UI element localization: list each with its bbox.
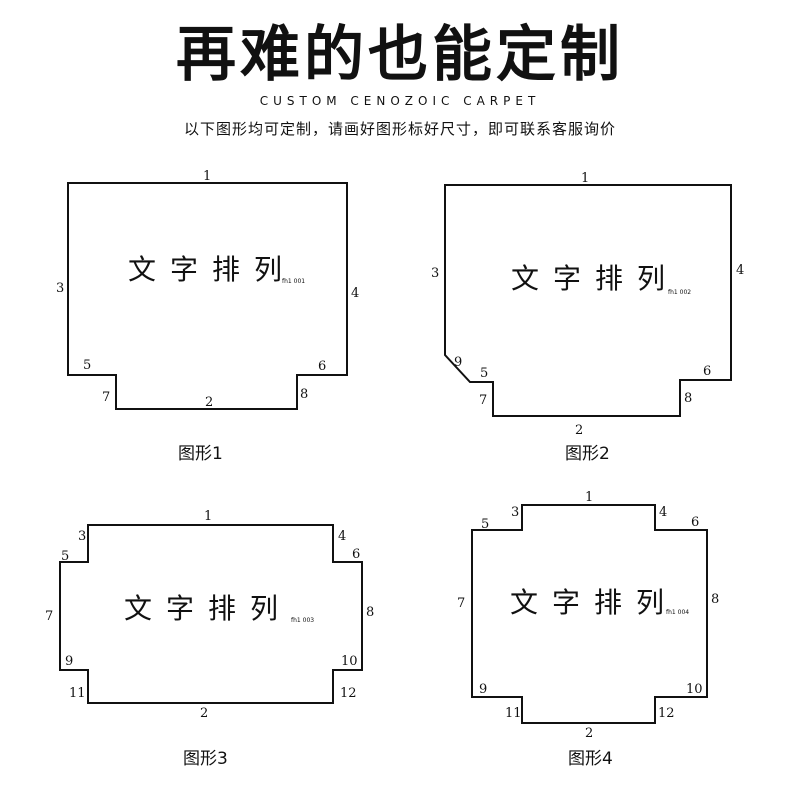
shape-2-edge-label: 9 <box>454 355 462 370</box>
shape-4-title: 图形4 <box>568 749 613 769</box>
shape-1-text: 文字排列 <box>128 253 296 286</box>
shape-3-edge-label: 4 <box>338 529 346 544</box>
shape-3-edge-label: 2 <box>200 706 208 721</box>
shape-1-edge-label: 3 <box>56 281 64 296</box>
page-subtitle: CUSTOM CENOZOIC CARPET <box>259 94 541 108</box>
shape-2-title: 图形2 <box>565 444 610 464</box>
shape-4-edge-label: 1 <box>585 490 593 505</box>
shape-2-text: 文字排列 <box>511 262 679 295</box>
shape-1-title: 图形1 <box>178 444 223 464</box>
shape-4-outline <box>471 504 708 724</box>
shape-3-edge-label: 12 <box>340 686 357 701</box>
shape-3-edge-label: 10 <box>341 654 358 669</box>
shape-4-edge-label: 11 <box>505 706 522 721</box>
shape-2-edge-label: 3 <box>431 266 439 281</box>
shape-3-edge-labels: 1 2 3 4 5 6 7 8 9 10 11 12 文字排列 fh1 003 <box>45 509 374 721</box>
shape-2-edge-label: 2 <box>575 423 583 438</box>
shape-2-edge-label: 4 <box>736 263 744 278</box>
shape-1-edge-label: 7 <box>102 390 110 405</box>
shape-4-edge-label: 7 <box>457 596 465 611</box>
shape-3-edge-label: 5 <box>61 549 69 564</box>
shape-2-edge-label: 8 <box>684 391 692 406</box>
shape-4-edge-label: 3 <box>511 505 519 520</box>
shape-3-edge-label: 7 <box>45 609 53 624</box>
shape-4-edge-label: 4 <box>659 505 667 520</box>
shape-3-edge-label: 8 <box>366 605 374 620</box>
shape-4-code: fh1 004 <box>666 609 689 616</box>
shape-1-outline <box>67 182 348 410</box>
shape-3-edge-label: 3 <box>78 529 86 544</box>
shape-2-edge-label: 7 <box>479 393 487 408</box>
shape-2-edge-labels: 1 2 3 4 5 6 7 8 9 文字排列 fh1 002 <box>431 171 744 438</box>
shape-3-edge-label: 11 <box>69 686 86 701</box>
shape-2-edge-label: 6 <box>703 364 711 379</box>
page-description: 以下图形均可定制，请画好图形标好尺寸，即可联系客服询价 <box>183 120 616 138</box>
shape-3-code: fh1 003 <box>291 617 314 624</box>
shape-2-outline <box>444 184 732 417</box>
shape-4-edge-labels: 1 2 3 4 5 6 7 8 9 10 11 12 文字排列 fh1 004 <box>457 490 719 741</box>
shape-4-edge-label: 12 <box>658 706 675 721</box>
shape-1-code: fh1 001 <box>282 278 305 285</box>
shape-3-title: 图形3 <box>183 749 228 769</box>
shape-3-edge-label: 1 <box>204 509 212 524</box>
shape-1-edge-label: 5 <box>83 358 91 373</box>
shape-1-edge-label: 8 <box>300 387 308 402</box>
shape-4-edge-label: 5 <box>481 517 489 532</box>
shape-2-edge-label: 1 <box>581 171 589 186</box>
shape-4-edge-label: 10 <box>686 682 703 697</box>
shape-4-edge-label: 2 <box>585 726 593 741</box>
shape-1-edge-label: 6 <box>318 359 326 374</box>
shape-3-edge-label: 9 <box>65 654 73 669</box>
shape-2-edge-label: 5 <box>480 366 488 381</box>
shape-4-edge-label: 9 <box>479 682 487 697</box>
shape-1-edge-label: 4 <box>351 286 359 301</box>
shape-3-edge-label: 6 <box>352 547 360 562</box>
shape-1-edge-label: 1 <box>203 169 211 184</box>
shape-3-outline <box>59 524 363 704</box>
shape-1-edge-label: 2 <box>205 395 213 410</box>
shape-1-edge-labels: 1 2 3 4 5 6 7 8 文字排列 fh1 001 <box>56 169 359 410</box>
shape-4-edge-label: 6 <box>691 515 699 530</box>
page-title: 再难的也能定制 <box>176 20 624 90</box>
shape-4-edge-label: 8 <box>711 592 719 607</box>
shape-3-text: 文字排列 <box>124 592 292 625</box>
shape-2-code: fh1 002 <box>668 289 691 296</box>
shape-4-text: 文字排列 <box>510 586 678 619</box>
